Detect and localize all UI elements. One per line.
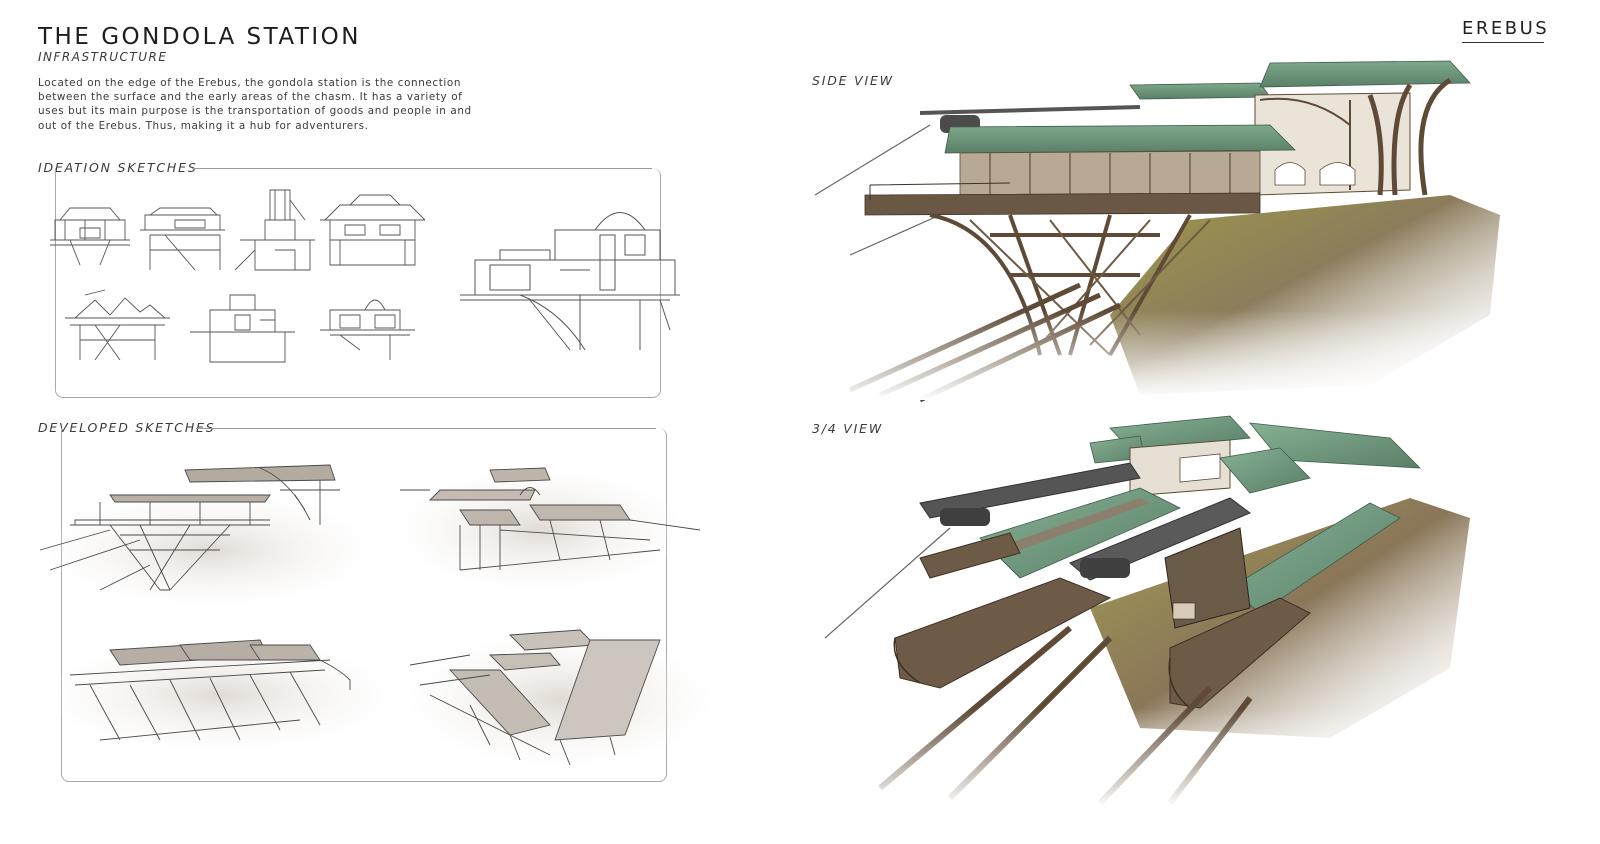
- ideation-label: IDEATION SKETCHES: [38, 160, 198, 175]
- developed-frame: [61, 428, 667, 782]
- developed-rule: [196, 428, 656, 429]
- ideation-sketch-5: [65, 289, 170, 361]
- brand-underline: [1462, 42, 1544, 43]
- three-quarter-view-render: [810, 415, 1510, 808]
- developed-sketch-low: [50, 639, 390, 750]
- ideation-sketch-2: [140, 207, 225, 271]
- ideation-sketch-4: [320, 194, 426, 266]
- developed-sketch-perspective: [400, 467, 701, 590]
- ideation-sketch-3: [234, 189, 315, 271]
- ideation-rule: [192, 168, 652, 169]
- ideation-sketches: [50, 189, 680, 363]
- ideation-sketch-6: [190, 294, 295, 363]
- developed-sketches: [39, 464, 710, 766]
- developed-sketch-top: [409, 629, 710, 766]
- description-text: Located on the edge of the Erebus, the g…: [38, 77, 472, 132]
- developed-sketch-side: [39, 464, 370, 605]
- side-view-label: SIDE VIEW: [812, 73, 894, 88]
- ideation-sketch-1: [50, 207, 130, 266]
- developed-label: DEVELOPED SKETCHES: [38, 420, 216, 435]
- ideation-sketch-large: [460, 212, 680, 351]
- ideation-sketch-7: [320, 299, 415, 360]
- page-title: THE GONDOLA STATION: [38, 24, 361, 50]
- side-view-render: [810, 60, 1510, 403]
- page-subtitle: INFRASTRUCTURE: [38, 50, 168, 64]
- ideation-frame: [55, 168, 661, 398]
- three-quarter-view-label: 3/4 VIEW: [812, 421, 883, 436]
- brand-logo: EREBUS: [1462, 18, 1550, 39]
